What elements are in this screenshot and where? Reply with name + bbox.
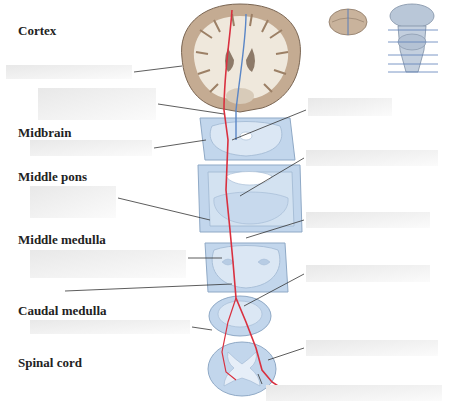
pons-slab xyxy=(198,165,302,232)
red-pathway xyxy=(224,10,296,398)
level-label: Cortex xyxy=(18,24,56,38)
level-label: Middle pons xyxy=(18,170,87,184)
level-label: Midbrain xyxy=(18,126,71,140)
brain-thumbnail xyxy=(329,9,367,35)
brainstem-thumbnail xyxy=(388,4,438,72)
coronal-section xyxy=(182,4,301,112)
blank-label-box xyxy=(6,65,442,401)
blue-pathway xyxy=(236,14,246,140)
leader-line xyxy=(65,66,306,384)
caudal-medulla-slab xyxy=(209,296,271,336)
level-label: Spinal cord xyxy=(18,356,82,370)
red-pathway-branch xyxy=(222,298,236,380)
spinal-cord-slab xyxy=(208,342,276,396)
level-label: Middle medulla xyxy=(18,233,106,247)
level-label: Caudal medulla xyxy=(18,304,107,318)
midbrain-slab xyxy=(200,118,295,160)
